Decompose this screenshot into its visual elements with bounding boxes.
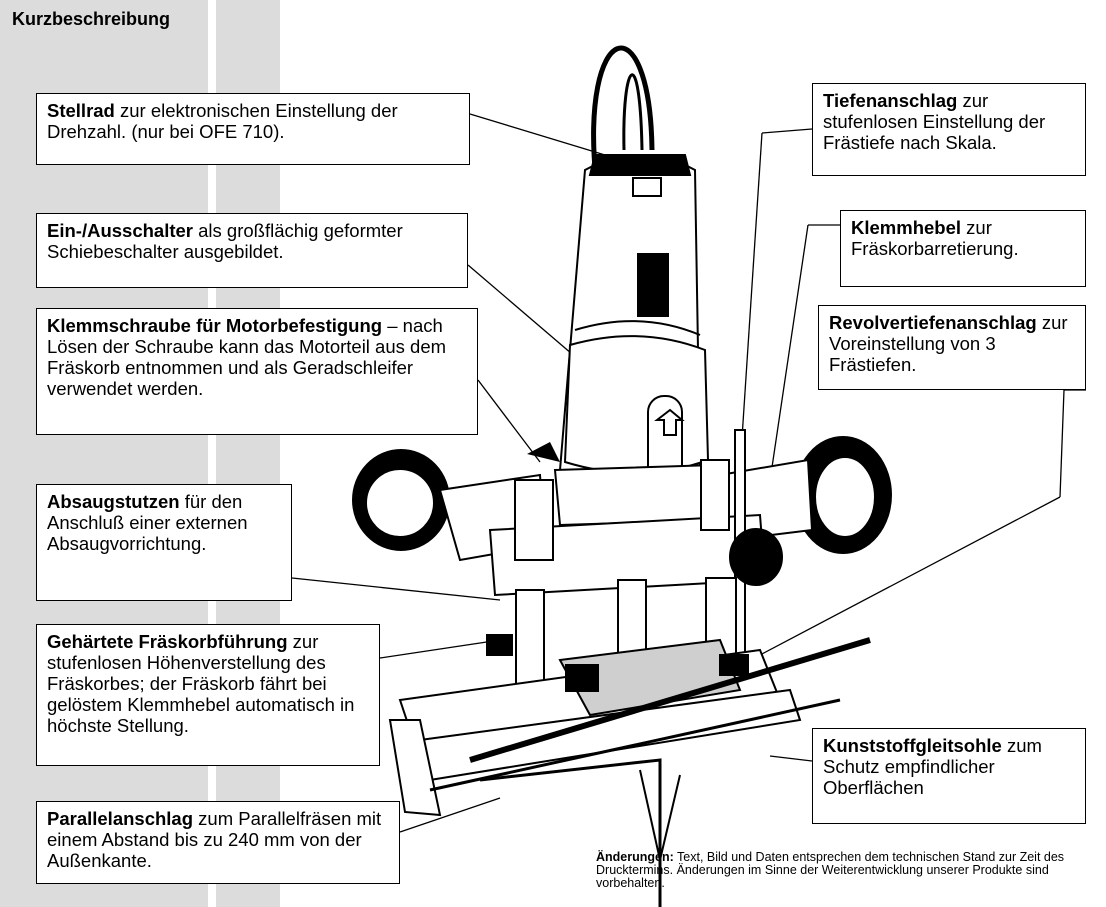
- callout-klemmhebel-bold: Klemmhebel: [851, 217, 962, 238]
- callout-fuehrung-bold: Gehärtete Fräskorbführung: [47, 631, 288, 652]
- callout-stellrad: Stellrad zur elektronischen Einstellung …: [36, 93, 470, 165]
- callout-stellrad-text: zur elektronischen Einstellung der Drehz…: [47, 100, 398, 142]
- callout-revolver: Revolvertiefenanschlag zur Voreinstellun…: [818, 305, 1086, 390]
- callout-tiefenanschlag-bold: Tiefenanschlag: [823, 90, 958, 111]
- callout-klemmhebel: Klemmhebel zur Fräskorbarretierung.: [840, 210, 1086, 287]
- callout-tiefenanschlag-text: zur stufenlosen Einstellung der Frästief…: [823, 90, 1046, 153]
- callout-tiefenanschlag: Tiefenanschlag zur stufenlosen Einstellu…: [812, 83, 1086, 176]
- callout-parallel-bold: Parallelanschlag: [47, 808, 194, 829]
- callout-absaug: Absaugstutzen für den Anschluß einer ext…: [36, 484, 292, 601]
- callout-schalter: Ein-/Ausschalter als großflächig geformt…: [36, 213, 468, 288]
- page-title: Kurzbeschreibung: [12, 9, 171, 29]
- callout-gleitsohle: Kunststoffgleitsohle zum Schutz empfindl…: [812, 728, 1086, 824]
- callout-revolver-text: zur Voreinstellung von 3 Frästiefen.: [829, 312, 1068, 375]
- footer-note-bold: Änderungen:: [596, 850, 674, 864]
- callout-stellrad-bold: Stellrad: [47, 100, 115, 121]
- footer-note: Änderungen: Text, Bild und Daten entspre…: [596, 851, 1096, 890]
- callout-klemmschraube-text: – nach Lösen der Schraube kann das Motor…: [47, 315, 447, 399]
- callout-absaug-text: für den Anschluß einer externen Absaugvo…: [47, 491, 248, 554]
- callout-fuehrung: Gehärtete Fräskorbführung zur stufenlose…: [36, 624, 380, 766]
- callout-klemmschraube-bold: Klemmschraube für Motorbefestigung: [47, 315, 383, 336]
- callout-gleitsohle-bold: Kunststoffgleitsohle: [823, 735, 1002, 756]
- footer-note-text: Text, Bild und Daten entsprechen dem tec…: [596, 850, 1065, 890]
- callout-gleitsohle-text: zum Schutz empfindlicher Oberflächen: [823, 735, 1042, 798]
- callout-klemmschraube: Klemmschraube für Motorbefestigung – nac…: [36, 308, 478, 435]
- callout-parallel-text: zum Parallelfräsen mit einem Abstand bis…: [47, 808, 382, 871]
- callout-parallel: Parallelanschlag zum Parallelfräsen mit …: [36, 801, 400, 884]
- callout-fuehrung-text: zur stufenlosen Höhenverstellung des Frä…: [47, 631, 355, 736]
- callout-revolver-bold: Revolvertiefenanschlag: [829, 312, 1037, 333]
- callout-schalter-text: als großflächig geformter Schiebeschalte…: [47, 220, 403, 262]
- callout-absaug-bold: Absaugstutzen: [47, 491, 180, 512]
- callout-schalter-bold: Ein-/Ausschalter: [47, 220, 193, 241]
- callout-klemmhebel-text: zur Fräskorbarretierung.: [851, 217, 1019, 259]
